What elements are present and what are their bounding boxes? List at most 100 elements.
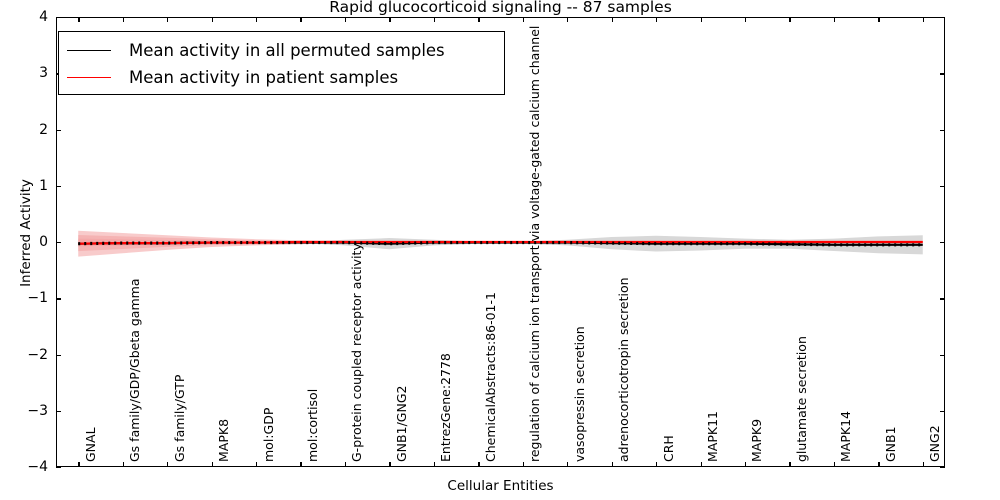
x-tick-mark	[922, 462, 925, 467]
y-tick-mark	[56, 298, 61, 300]
legend-label-permuted: Mean activity in all permuted samples	[129, 40, 445, 60]
y-tick-mark	[56, 185, 61, 188]
y-tick-mark	[56, 242, 61, 244]
x-tick-mark-top	[344, 17, 347, 22]
x-tick-label: vasopressin secretion	[571, 326, 587, 462]
x-tick-label: EntrezGene:2778	[438, 353, 454, 462]
y-tick-mark-right	[940, 354, 945, 356]
legend-entry-permuted[interactable]: Mean activity in all permuted samples	[67, 37, 445, 63]
x-tick-label: regulation of calcium ion transport via …	[527, 25, 543, 462]
x-tick-label: GNAL	[82, 427, 98, 462]
x-tick-mark	[78, 462, 80, 467]
x-tick-mark-top	[300, 17, 302, 22]
y-tick-mark-right	[940, 467, 945, 469]
x-tick-mark-top	[478, 17, 480, 22]
permuted-confidence-band	[78, 235, 923, 255]
x-tick-mark-top	[211, 17, 213, 22]
x-tick-mark	[478, 462, 480, 467]
y-tick-label: −1	[27, 290, 48, 307]
x-tick-mark-top	[922, 17, 925, 22]
x-tick-mark-top	[744, 17, 747, 22]
x-tick-mark	[656, 462, 658, 467]
x-tick-mark-top	[878, 17, 880, 22]
y-tick-mark-right	[940, 129, 945, 131]
legend-entry-patient[interactable]: Mean activity in patient samples	[67, 64, 398, 90]
x-tick-label: G-protein coupled receptor activity	[349, 243, 365, 462]
x-tick-mark-top	[789, 17, 791, 22]
x-tick-label: MAPK8	[216, 418, 232, 462]
y-tick-label: 4	[39, 9, 48, 25]
x-tick-label: mol:GDP	[260, 407, 276, 462]
y-tick-mark-right	[940, 410, 945, 413]
y-tick-mark	[56, 354, 61, 356]
x-tick-label: ChemicalAbstracts:86-01-1	[482, 292, 498, 462]
y-tick-label: −4	[27, 459, 48, 475]
x-tick-mark	[789, 462, 791, 467]
x-tick-mark-top	[611, 17, 613, 22]
x-tick-label: adrenocorticotropin secretion	[616, 277, 632, 462]
x-tick-mark-top	[167, 17, 169, 22]
y-tick-mark	[56, 467, 61, 469]
y-tick-mark	[56, 410, 61, 413]
y-tick-mark-right	[940, 17, 945, 19]
y-tick-mark-right	[940, 298, 945, 300]
x-tick-mark-top	[122, 17, 124, 22]
x-tick-mark-top	[567, 17, 569, 22]
x-tick-mark-top	[256, 17, 258, 22]
x-tick-mark	[167, 462, 169, 467]
permuted-sample-markers	[78, 240, 923, 247]
x-tick-label: GNB1	[882, 426, 898, 462]
y-tick-label: 0	[39, 234, 48, 250]
x-tick-mark-top	[78, 17, 80, 22]
x-tick-mark	[744, 462, 747, 467]
x-tick-mark	[433, 462, 436, 467]
x-tick-label: GNG2	[927, 425, 943, 462]
chart-data-layer	[78, 230, 923, 257]
y-tick-mark	[56, 17, 61, 19]
x-tick-mark-top	[433, 17, 436, 22]
x-tick-mark	[611, 462, 613, 467]
x-tick-label: CRH	[660, 435, 676, 462]
x-tick-mark	[122, 462, 124, 467]
x-tick-label: glutamate secretion	[793, 336, 809, 462]
y-tick-label: 2	[39, 121, 48, 138]
x-tick-mark-top	[656, 17, 658, 22]
x-tick-mark	[389, 462, 391, 467]
patient-mean-line	[78, 240, 923, 245]
y-tick-mark-right	[940, 185, 945, 188]
y-tick-label: −3	[27, 402, 48, 419]
y-tick-label: 1	[39, 177, 48, 194]
legend-label-patient: Mean activity in patient samples	[129, 67, 399, 87]
chart-legend[interactable]: Mean activity in all permuted samples Me…	[58, 31, 505, 95]
x-tick-mark	[700, 462, 702, 467]
x-tick-mark-top	[522, 17, 525, 22]
y-tick-mark-right	[940, 242, 945, 244]
x-tick-mark	[833, 462, 836, 467]
x-axis-title: Cellular Entities	[447, 478, 554, 494]
x-tick-mark-top	[833, 17, 836, 22]
y-tick-mark-right	[940, 73, 945, 75]
legend-line-swatch-black	[67, 49, 111, 51]
x-tick-label: MAPK14	[838, 411, 854, 462]
x-tick-mark	[522, 462, 525, 467]
y-tick-mark	[56, 129, 61, 131]
x-tick-mark	[300, 462, 302, 467]
x-tick-mark-top	[389, 17, 391, 22]
x-tick-mark	[211, 462, 213, 467]
x-tick-label: GNB1/GNG2	[393, 385, 409, 462]
x-tick-label: Gs family/GDP/Gbeta gamma	[127, 278, 143, 462]
chart-title: Rapid glucocorticoid signaling -- 87 sam…	[329, 0, 672, 16]
x-tick-label: MAPK9	[749, 418, 765, 462]
x-tick-mark	[567, 462, 569, 467]
y-tick-label: 3	[39, 65, 48, 82]
x-tick-mark-top	[700, 17, 702, 22]
x-tick-label: mol:cortisol	[304, 388, 320, 462]
x-tick-label: Gs family/GTP	[171, 374, 187, 462]
legend-line-swatch-red	[67, 76, 111, 78]
x-tick-mark	[344, 462, 347, 467]
y-tick-label: −2	[27, 346, 48, 363]
x-tick-mark	[878, 462, 880, 467]
x-tick-label: MAPK11	[705, 411, 721, 462]
